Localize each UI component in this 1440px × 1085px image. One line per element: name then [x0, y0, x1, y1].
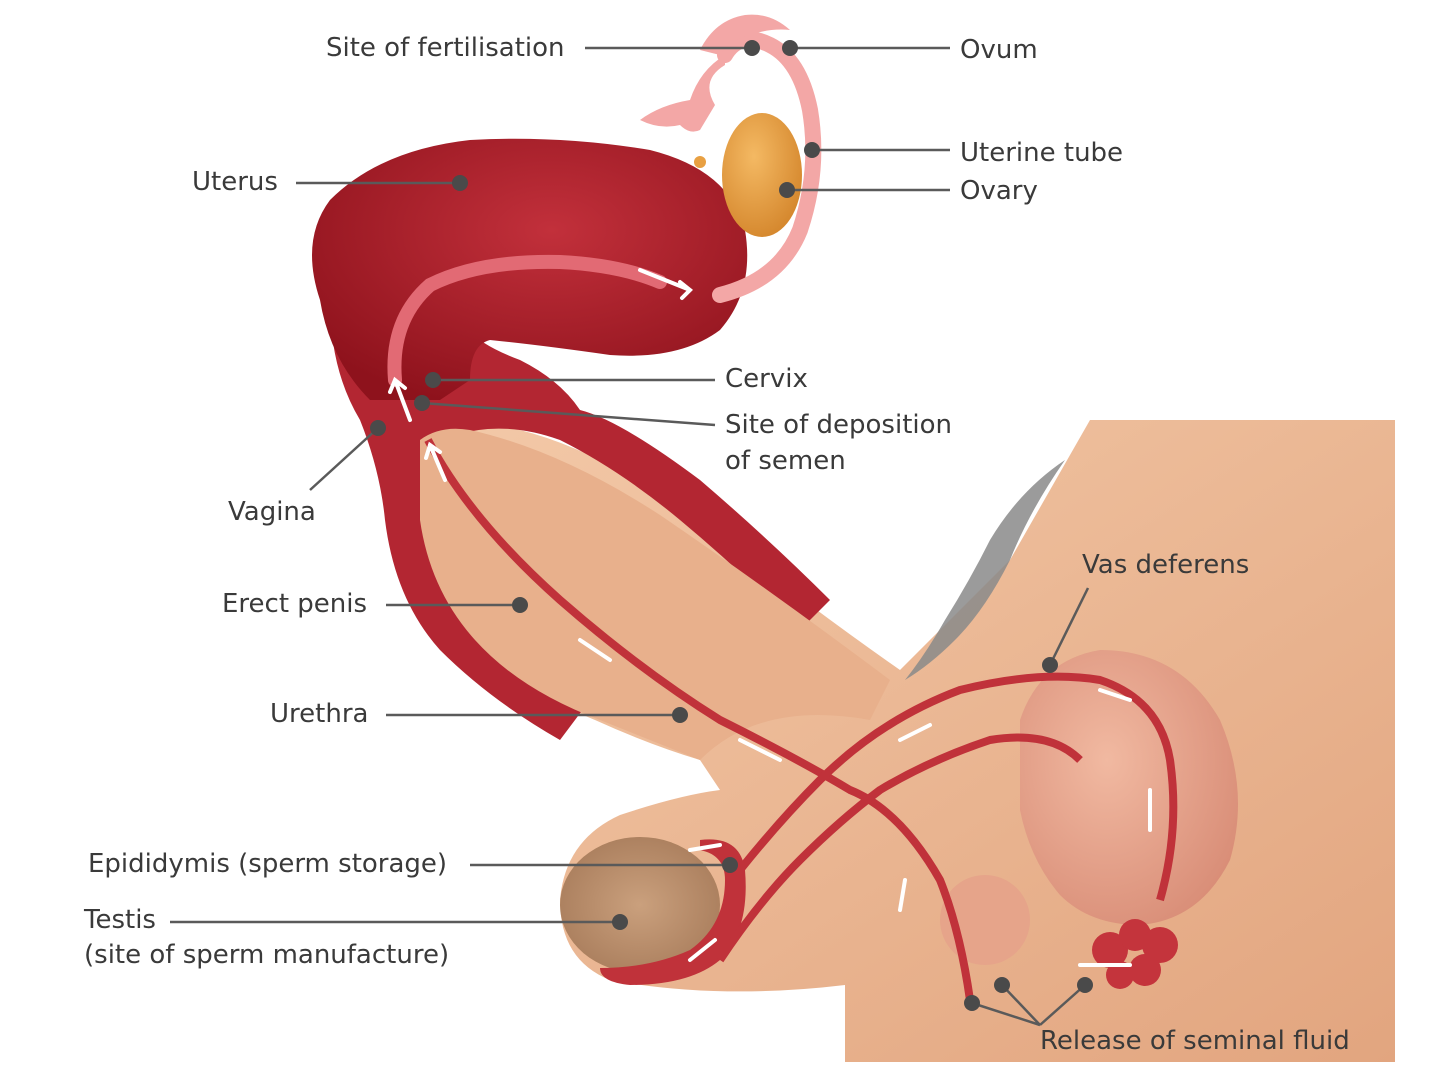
- bladder-shape: [1020, 650, 1238, 925]
- label-site-of-fertilisation: Site of fertilisation: [326, 33, 565, 63]
- label-uterus: Uterus: [192, 167, 278, 197]
- label-release-of-seminal-fluid: Release of seminal fluid: [1040, 1026, 1350, 1056]
- seminal-vesicles: [1092, 919, 1178, 989]
- testis-shape: [560, 837, 720, 973]
- epididymis-shape: [600, 839, 746, 985]
- label-ovum: Ovum: [960, 35, 1038, 65]
- vagina-wall: [330, 300, 830, 740]
- urethra-duct: [424, 438, 974, 1001]
- small-ovum: [694, 156, 706, 168]
- vas-deferens-duct: [736, 672, 1178, 902]
- leader-lines: [170, 40, 1093, 1027]
- uterine-tube-shape: [712, 31, 822, 303]
- label-testis: Testis: [84, 905, 156, 935]
- fimbriae: [640, 55, 725, 132]
- label-vagina: Vagina: [228, 497, 316, 527]
- label-of-semen: of semen: [725, 446, 846, 476]
- label-uterine-tube: Uterine tube: [960, 138, 1124, 168]
- label-urethra: Urethra: [270, 699, 369, 729]
- label-cervix: Cervix: [725, 364, 808, 394]
- penis-shaft: [420, 428, 890, 760]
- vas-deferens-duct-2: [716, 733, 1083, 963]
- label-erect-penis: Erect penis: [222, 589, 368, 619]
- label-epididymis: Epididymis (sperm storage): [88, 849, 448, 879]
- label-vas-deferens: Vas deferens: [1082, 550, 1250, 580]
- uterine-cavity: [387, 254, 667, 387]
- label-site-of-sperm-manufacture: (site of sperm manufacture): [84, 940, 450, 970]
- pubic-hair: [905, 460, 1065, 680]
- fimbriae-upper: [700, 14, 790, 56]
- label-ovary: Ovary: [960, 176, 1038, 206]
- ovary-shape: [722, 113, 802, 237]
- uterus-body: [312, 138, 748, 400]
- label-site-of-deposition: Site of deposition: [725, 410, 952, 440]
- flow-arrows: [388, 268, 1152, 967]
